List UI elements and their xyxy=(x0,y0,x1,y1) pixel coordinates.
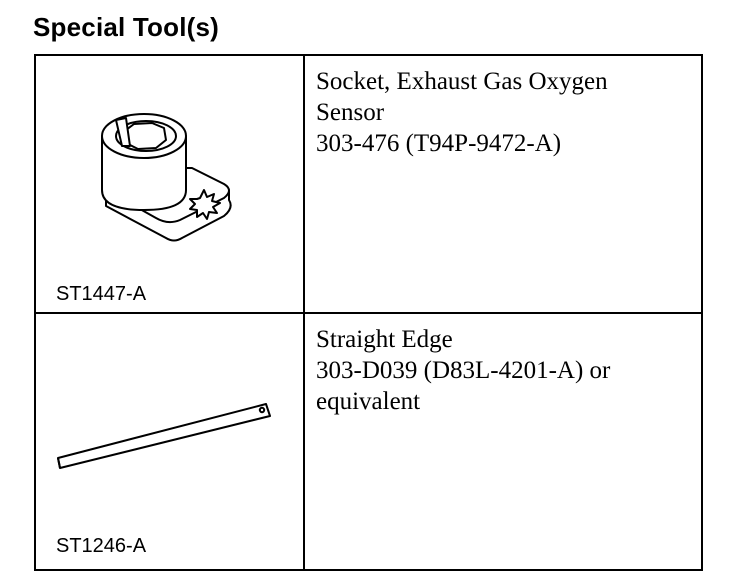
straight-edge-icon xyxy=(57,403,271,469)
tool-illustration-cell: ST1246-A xyxy=(36,314,305,569)
tool-description-cell: Socket, Exhaust Gas Oxygen Sensor 303-47… xyxy=(305,56,701,312)
illustration-code: ST1246-A xyxy=(56,535,147,557)
tool-name-line: Sensor xyxy=(316,99,385,126)
special-tools-table: ST1447-A Socket, Exhaust Gas Oxygen Sens… xyxy=(34,54,703,571)
tool-row: ST1246-A Straight Edge 303-D039 (D83L-42… xyxy=(36,314,701,569)
tool-row: ST1447-A Socket, Exhaust Gas Oxygen Sens… xyxy=(36,56,701,314)
tool-name-line: equivalent xyxy=(316,388,421,415)
page-title: Special Tool(s) xyxy=(33,12,219,42)
tool-name-line: Straight Edge xyxy=(316,326,453,353)
oxygen-sensor-socket-icon xyxy=(101,113,232,242)
tool-part-number: 303-D039 (D83L-4201-A) or xyxy=(316,357,611,384)
tool-name-line: Socket, Exhaust Gas Oxygen xyxy=(316,68,608,95)
illustration-code: ST1447-A xyxy=(56,283,147,305)
tool-illustration-cell: ST1447-A xyxy=(36,56,305,312)
tool-part-number: 303-476 (T94P-9472-A) xyxy=(316,130,562,157)
tool-description-cell: Straight Edge 303-D039 (D83L-4201-A) or … xyxy=(305,314,701,569)
